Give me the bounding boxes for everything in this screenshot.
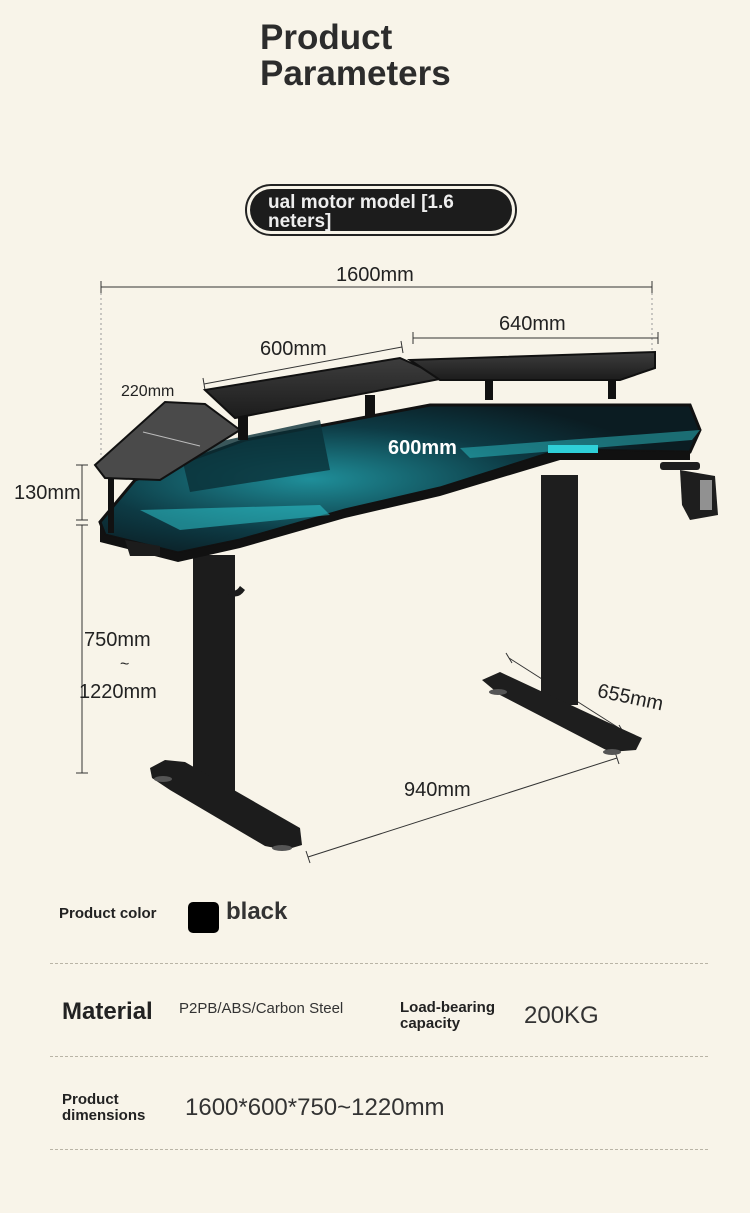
- dim-shelf-right: 640mm: [499, 313, 566, 335]
- material-value: P2PB/ABS/Carbon Steel: [179, 1000, 344, 1017]
- product-color-label: Product color: [59, 905, 157, 922]
- dim-wing-depth: 220mm: [121, 383, 175, 400]
- dim-shelf-height: 130mm: [14, 482, 81, 504]
- monitor-shelf: [93, 350, 656, 533]
- dim-desk-depth: 600mm: [388, 437, 457, 459]
- product-dimensions-label: Product dimensions: [62, 1091, 146, 1124]
- dimension-lines: [76, 281, 659, 864]
- page-title: Product Parameters: [260, 20, 560, 92]
- dim-height-max: 1220mm: [79, 681, 157, 703]
- dim-frame-width: 940mm: [404, 779, 471, 801]
- desk-frame-left: [150, 555, 302, 851]
- product-color-value: black: [226, 898, 288, 925]
- dim-height-min: 750mm: [84, 629, 151, 651]
- load-bearing-value: 200KG: [524, 1002, 599, 1029]
- material-label: Material: [62, 998, 153, 1025]
- load-bearing-label: Load-bearing capacity: [400, 999, 496, 1032]
- cup-holder: [660, 462, 718, 520]
- dim-total-width: 1600mm: [336, 264, 414, 286]
- model-pill-line-2: neters]: [268, 211, 332, 231]
- title-line-2: Parameters: [260, 54, 451, 93]
- headphone-hook: [125, 540, 245, 597]
- desktop-surface: [98, 403, 702, 562]
- model-pill: ual motor model [1.6 neters]: [245, 184, 517, 236]
- dim-shelf-left: 600mm: [260, 338, 327, 360]
- model-pill-line-1: ual motor model [1.6: [268, 192, 454, 213]
- dim-height-separator: ~: [120, 656, 130, 673]
- desk-frame-right: [482, 475, 642, 755]
- color-swatch: [188, 902, 219, 933]
- desk-illustration: [76, 281, 718, 864]
- title-line-1: Product: [260, 18, 393, 57]
- product-dimensions-value: 1600*600*750~1220mm: [185, 1094, 445, 1121]
- divider-3: [50, 1149, 708, 1150]
- divider-1: [50, 963, 708, 964]
- divider-2: [50, 1056, 708, 1057]
